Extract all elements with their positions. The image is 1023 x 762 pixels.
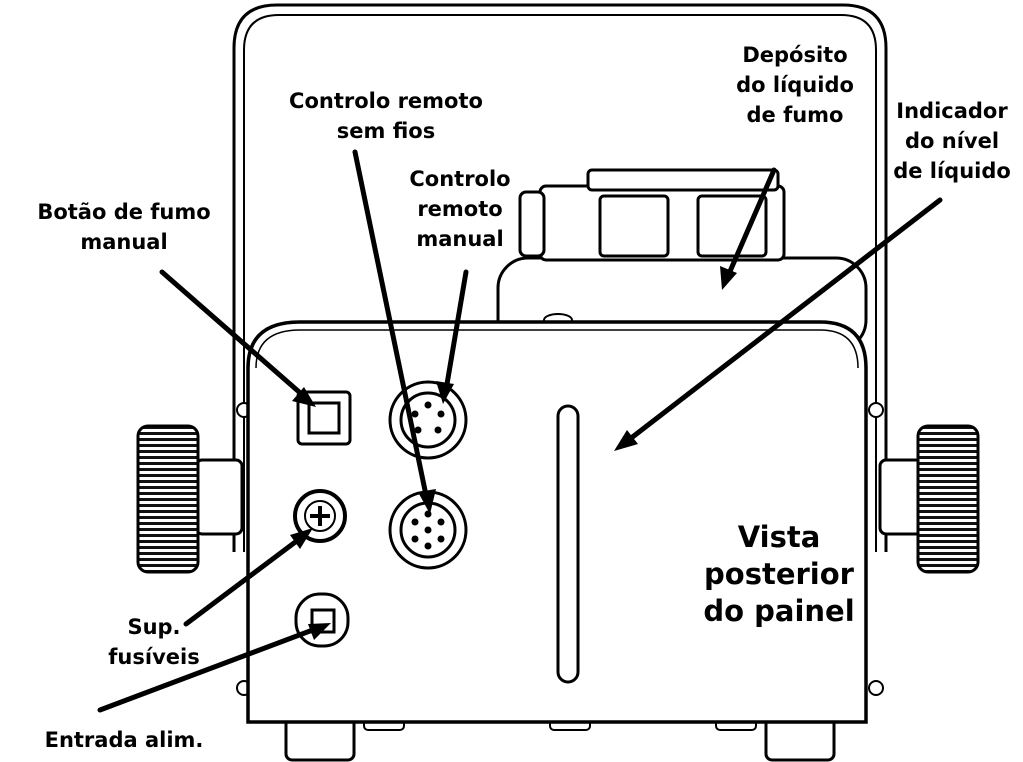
power-input <box>294 592 350 648</box>
label-manual-remote: Controlo remoto manual <box>386 164 534 254</box>
wireless-remote-connector <box>388 490 468 570</box>
left-knob <box>136 424 244 574</box>
label-line: manual <box>416 227 504 251</box>
arrow-power-input <box>97 623 331 713</box>
label-line: posterior <box>704 557 854 591</box>
label-fluid-level-indicator: Indicador do nível de líquido <box>884 96 1020 186</box>
label-line: Depósito <box>742 43 848 67</box>
label-fuse-holder: Sup. fusíveis <box>92 612 216 672</box>
fuse-holder <box>293 489 347 543</box>
label-line: Indicador <box>896 99 1008 123</box>
label-line: Botão de fumo <box>37 200 211 224</box>
manual-remote-connector <box>388 380 468 460</box>
arrow-fluid-level <box>614 197 943 451</box>
label-line: Controlo <box>409 167 511 191</box>
label-line: do nível <box>904 129 1000 153</box>
label-line: do líquido <box>736 73 854 97</box>
label-line: manual <box>80 230 168 254</box>
label-panel-view: Vista posterior do painel <box>694 519 864 630</box>
fluid-level-window <box>556 404 580 684</box>
label-line: Controlo remoto <box>289 89 483 113</box>
arrow-fluid-tank <box>720 167 777 290</box>
arrow-wireless-remote <box>352 149 436 514</box>
arrow-manual-smoke-button <box>159 269 316 407</box>
label-line: Vista <box>737 520 821 554</box>
label-line: sem fios <box>336 119 436 143</box>
right-knob <box>878 424 980 574</box>
label-power-input: Entrada alim. <box>26 725 222 755</box>
arrow-manual-remote <box>436 269 469 404</box>
label-line: Sup. <box>127 615 181 639</box>
handle-bracket <box>232 3 888 552</box>
arrow-fuse-holder <box>183 528 313 627</box>
label-line: fusíveis <box>108 645 200 669</box>
label-line: Entrada alim. <box>44 728 204 752</box>
label-wireless-remote: Controlo remoto sem fios <box>266 86 506 146</box>
leader-arrows <box>97 149 943 713</box>
label-line: do painel <box>703 594 855 628</box>
label-manual-smoke-button: Botão de fumo manual <box>8 197 240 257</box>
label-fluid-tank: Depósito do líquido de fumo <box>720 40 870 130</box>
label-line: remoto <box>417 197 503 221</box>
label-line: de fumo <box>746 103 844 127</box>
label-line: de líquido <box>893 159 1011 183</box>
